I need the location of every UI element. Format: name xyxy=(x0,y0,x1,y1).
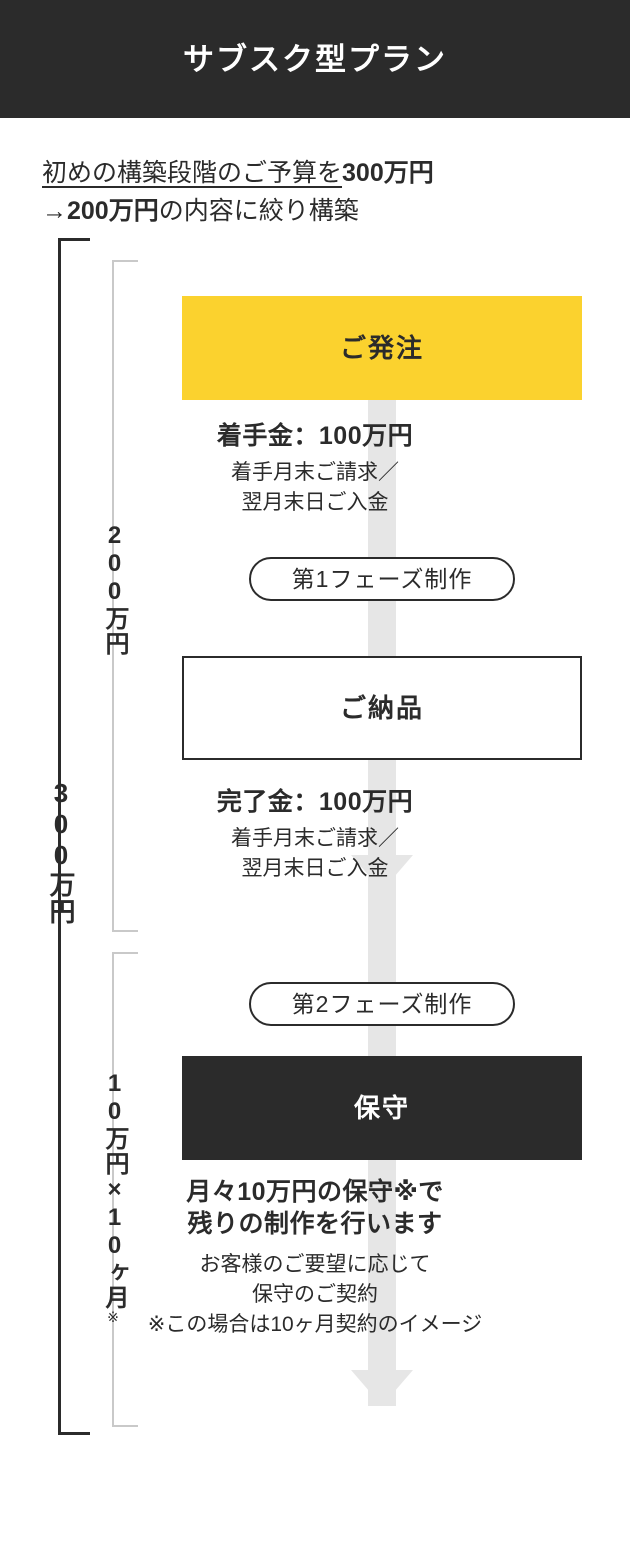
phase-pill-2[interactable]: 第2フェーズ制作 xyxy=(249,982,515,1026)
bracket-label-total: 300万円 xyxy=(46,778,76,925)
page-header: サブスク型プラン xyxy=(0,0,630,118)
payment-deposit-subtext-line1: 着手月末ご請求／ xyxy=(231,461,399,484)
payment-completion-headline: 完了金：100万円 xyxy=(216,788,414,816)
phase-pill-1-label: 第1フェーズ制作 xyxy=(291,565,473,592)
flow-box-maintenance[interactable]: 保守 xyxy=(182,1056,582,1160)
flow-box-delivery[interactable]: ご納品 xyxy=(182,656,582,760)
flow-box-order-label: ご発注 xyxy=(339,333,424,363)
bracket-label-monthly-text: 10万円×10ヶ月 xyxy=(101,1070,128,1310)
intro-underlined-text: 初めの構築段階のご予算を xyxy=(42,159,343,187)
flow-box-maintenance-label: 保守 xyxy=(353,1093,410,1123)
maintenance-note-block: 月々10万円の保守※で 残りの制作を行います お客様のご要望に応じて 保守のご契… xyxy=(0,1176,630,1339)
intro-line-2-rest: の内容に絞り構築 xyxy=(158,197,359,225)
payment-block-deposit: 着手金：100万円 着手月末ご請求／ 翌月末日ご入金 xyxy=(0,420,630,518)
page-title: サブスク型プラン xyxy=(183,41,447,77)
payment-completion-subtext: 着手月末ご請求／ 翌月末日ご入金 xyxy=(0,824,630,884)
payment-deposit-subtext-line2: 翌月末日ご入金 xyxy=(241,490,389,514)
intro-line-1: 初めの構築段階のご予算を300万円 xyxy=(42,154,630,192)
bracket-monthly-maintenance xyxy=(112,952,138,1427)
bracket-initial-200 xyxy=(112,260,138,932)
maintenance-note-subtext-line1: お客様のご要望に応じて xyxy=(199,1253,431,1276)
bracket-label-monthly-asterisk: ※ xyxy=(106,1310,122,1327)
maintenance-note-headline: 月々10万円の保守※で 残りの制作を行います xyxy=(0,1176,630,1240)
payment-completion-subtext-line1: 着手月末ご請求／ xyxy=(231,827,399,850)
maintenance-note-headline-line1: 月々10万円の保守※で xyxy=(186,1178,444,1206)
phase-pill-1[interactable]: 第1フェーズ制作 xyxy=(249,557,515,601)
bracket-total-300 xyxy=(58,238,90,1435)
maintenance-note-headline-line2: 残りの制作を行います xyxy=(187,1210,443,1238)
flow-diagram: 300万円 200万円 10万円×10ヶ月 ※ ご発注 着手金：100万円 着手… xyxy=(0,230,630,1520)
flow-box-order[interactable]: ご発注 xyxy=(182,296,582,400)
maintenance-note-subtext: お客様のご要望に応じて 保守のご契約 ※この場合は10ヶ月契約のイメージ xyxy=(0,1250,630,1339)
payment-deposit-headline: 着手金：100万円 xyxy=(216,422,414,450)
intro-line-2: →200万円の内容に絞り構築 xyxy=(42,192,630,230)
intro-amount-300: 300万円 xyxy=(342,159,434,187)
payment-block-completion: 完了金：100万円 着手月末ご請求／ 翌月末日ご入金 xyxy=(0,786,630,884)
intro-text: 初めの構築段階のご予算を300万円 →200万円の内容に絞り構築 xyxy=(0,118,630,230)
intro-arrow-glyph: → xyxy=(42,197,67,225)
maintenance-note-subtext-line3: ※この場合は10ヶ月契約のイメージ xyxy=(147,1312,483,1336)
phase-pill-2-label: 第2フェーズ制作 xyxy=(291,990,473,1017)
flow-arrow-head-bottom xyxy=(351,1370,413,1406)
bracket-label-initial: 200万円 xyxy=(101,522,128,656)
intro-amount-200: 200万円 xyxy=(67,197,159,225)
maintenance-note-subtext-line2: 保守のご契約 xyxy=(252,1282,378,1306)
payment-completion-subtext-line2: 翌月末日ご入金 xyxy=(241,856,389,880)
flow-box-delivery-label: ご納品 xyxy=(339,693,424,723)
payment-deposit-subtext: 着手月末ご請求／ 翌月末日ご入金 xyxy=(0,458,630,518)
bracket-label-monthly: 10万円×10ヶ月 ※ xyxy=(101,1070,128,1327)
